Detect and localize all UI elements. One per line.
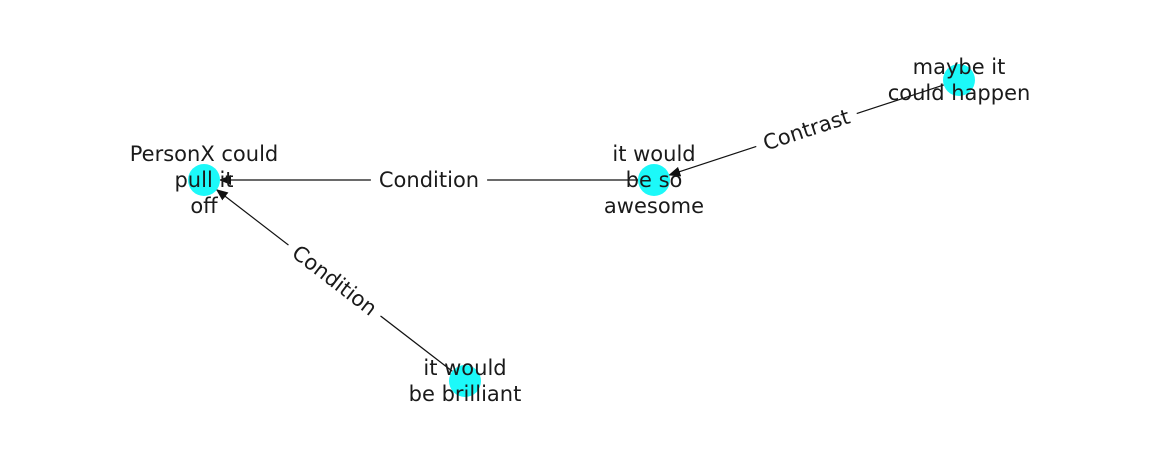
edge-label-group: Condition <box>279 233 390 328</box>
nodes-layer <box>188 64 975 397</box>
node-label-line: be so <box>626 168 683 192</box>
node-label-line: it would <box>612 142 695 166</box>
node-awesome <box>638 164 670 196</box>
node-label-line: awesome <box>604 194 704 218</box>
edge-brilliant-to-personx: Condition <box>215 189 453 372</box>
edge-label-background <box>751 100 862 160</box>
node-personx <box>188 164 220 196</box>
node-label-line: pull it <box>174 168 233 192</box>
node-label-line: it would <box>423 356 506 380</box>
edge-label: Condition <box>379 168 479 192</box>
node-maybe <box>943 64 975 96</box>
edge-label: Condition <box>287 240 381 320</box>
edge-awesome-to-personx: Condition <box>219 166 638 194</box>
edge-label: Contrast <box>760 105 853 156</box>
edge-label-background <box>279 233 390 328</box>
node-label-line: could happen <box>888 81 1031 105</box>
edge-label-background <box>370 166 488 194</box>
node-label-line: be brilliant <box>409 382 522 406</box>
node-label-line: off <box>190 194 218 218</box>
node-label-line: PersonX could <box>130 142 279 166</box>
node-label-line: maybe it <box>913 55 1006 79</box>
node-brilliant <box>449 365 481 397</box>
edge-label-group: Contrast <box>751 100 862 160</box>
edge-label-group: Condition <box>370 166 488 194</box>
